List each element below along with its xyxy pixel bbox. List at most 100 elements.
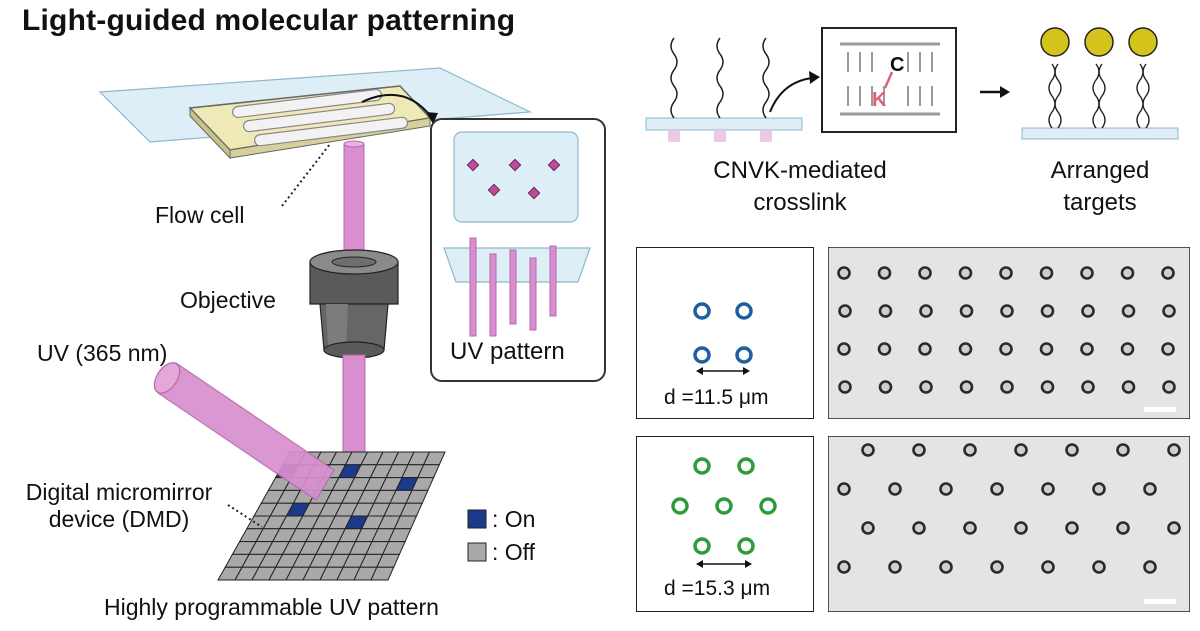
spot — [1121, 380, 1136, 394]
spot — [939, 560, 953, 574]
spot — [963, 521, 977, 535]
spot — [1041, 482, 1055, 496]
flow-cell-label: Flow cell — [155, 202, 245, 228]
pattern-square-panel — [636, 247, 814, 419]
spot — [838, 304, 852, 318]
legend-off-swatch — [467, 542, 487, 562]
spot — [1014, 443, 1028, 457]
spot — [1065, 521, 1079, 535]
spot — [1039, 342, 1054, 356]
objective-lens — [309, 249, 399, 359]
spot — [1039, 266, 1054, 280]
spot — [958, 266, 973, 280]
spot — [837, 266, 851, 280]
targets-label-line1: Arranged — [1050, 157, 1150, 184]
spot — [1080, 342, 1094, 356]
spot — [888, 560, 902, 574]
spot — [1040, 304, 1055, 318]
spot — [1143, 482, 1157, 496]
spot — [1116, 443, 1130, 457]
scale-bar — [1144, 599, 1176, 604]
letter-c: C — [890, 54, 904, 76]
micrograph-hex — [828, 436, 1190, 612]
spot — [912, 443, 926, 457]
spot — [959, 304, 974, 318]
dmd-mirror-off — [370, 566, 395, 581]
uv-beam-upper — [343, 143, 365, 265]
dmd-label-line2: device (DMD) — [48, 506, 190, 532]
inset-drawing — [443, 131, 591, 337]
dmd-grid — [217, 451, 446, 581]
spot — [1000, 380, 1014, 394]
spot — [963, 443, 977, 457]
dna-strands — [670, 37, 770, 119]
spot — [1120, 342, 1135, 356]
pattern-hex-schematic — [671, 457, 777, 568]
spot — [837, 482, 851, 496]
pattern-hex-spacing: d =15.3 μm — [664, 577, 771, 600]
targets-label-line2: targets — [1063, 189, 1137, 216]
spot — [878, 304, 893, 318]
spot — [837, 560, 851, 574]
spot — [990, 560, 1004, 574]
setup-diagram — [98, 67, 533, 581]
spot — [1161, 266, 1175, 280]
flow-arrow — [361, 93, 433, 119]
spot — [958, 342, 973, 356]
spot — [959, 380, 974, 394]
process-diagram: C K — [645, 27, 1179, 142]
spot — [939, 482, 953, 496]
legend-on-swatch — [467, 509, 487, 529]
spot — [838, 380, 852, 394]
spot — [912, 521, 926, 535]
micrograph-square — [828, 247, 1190, 419]
spot — [1041, 560, 1055, 574]
letter-k: K — [872, 89, 887, 111]
spot — [877, 266, 892, 280]
targets — [1048, 63, 1150, 129]
spot — [919, 380, 933, 394]
inset-label: UV pattern — [450, 338, 565, 365]
spot — [1167, 521, 1181, 535]
legend-off-label: : Off — [492, 539, 536, 565]
spot — [1116, 521, 1130, 535]
uv-source-label: UV (365 nm) — [37, 340, 168, 366]
uv-incoming-beam — [153, 362, 335, 501]
spot — [1081, 304, 1095, 318]
crosslink-label-line1: CNVK-mediated — [713, 157, 887, 184]
setup-caption: Highly programmable UV pattern — [104, 594, 439, 620]
spot — [990, 482, 1004, 496]
spot — [1000, 304, 1014, 318]
spot — [1162, 380, 1176, 394]
pattern-square-schematic — [693, 302, 753, 375]
spot — [1092, 482, 1106, 496]
spot — [999, 266, 1013, 280]
legend-on-label: : On — [492, 506, 536, 532]
spot — [919, 304, 933, 318]
spot — [999, 342, 1013, 356]
spot — [1161, 342, 1175, 356]
spot — [1167, 443, 1181, 457]
spot — [1162, 304, 1176, 318]
spot — [861, 443, 875, 457]
spot — [1014, 521, 1028, 535]
spot — [1092, 560, 1106, 574]
spot — [877, 342, 892, 356]
spot — [1120, 266, 1135, 280]
spot — [918, 266, 932, 280]
spot — [1121, 304, 1136, 318]
dmd-label-line1: Digital micromirror — [25, 479, 213, 505]
spot — [1081, 380, 1095, 394]
objective-label: Objective — [180, 287, 276, 313]
spot — [837, 342, 851, 356]
spot — [1065, 443, 1079, 457]
spot — [861, 521, 875, 535]
pattern-hex-panel — [636, 436, 814, 612]
crosslink-label-line2: crosslink — [753, 189, 847, 216]
spot — [1080, 266, 1094, 280]
spot — [878, 380, 893, 394]
pattern-square-spacing: d =11.5 μm — [664, 386, 769, 409]
flow-channels — [231, 88, 409, 147]
page-title: Light-guided molecular patterning — [22, 4, 516, 37]
scale-bar — [1144, 407, 1176, 412]
